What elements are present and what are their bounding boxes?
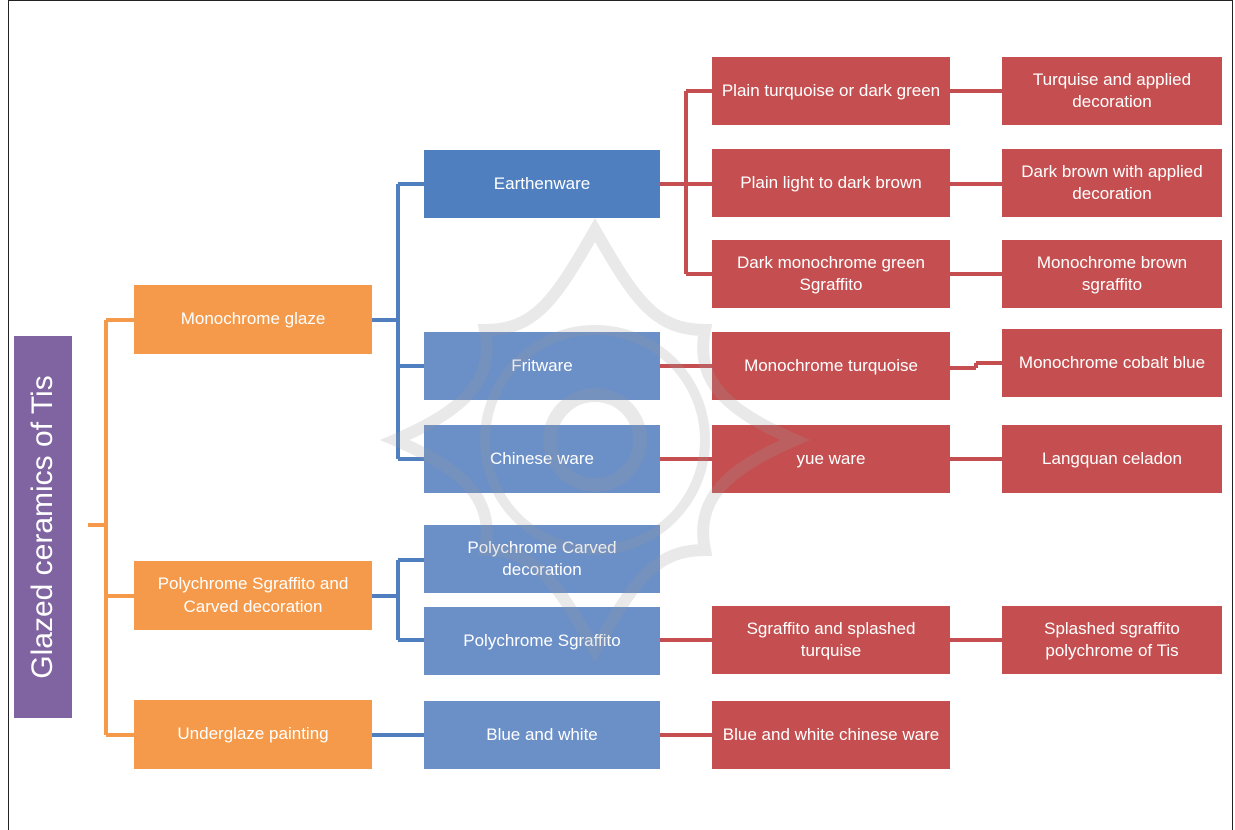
node-langquan-celadon: Langquan celadon: [1002, 425, 1222, 493]
connector-earthenware-children: [660, 89, 712, 276]
root-label: Glazed ceramics of Tis: [26, 375, 59, 679]
node-plain-brown: Plain light to dark brown: [712, 149, 950, 217]
node-monochrome-brown-sgraffito: Monochrome brown sgraffito: [1002, 240, 1222, 308]
node-chinese-ware: Chinese ware: [424, 425, 660, 493]
node-monochrome-turquoise: Monochrome turquoise: [712, 332, 950, 400]
node-dark-monochrome-green: Dark monochrome green Sgraffito: [712, 240, 950, 308]
connector-l3-l4-4: [950, 361, 1002, 370]
connector-monochrome-children: [372, 182, 424, 461]
node-monochrome-cobalt: Monochrome cobalt blue: [1002, 329, 1222, 397]
node-plain-turquoise: Plain turquoise or dark green: [712, 57, 950, 125]
node-underglaze-painting: Underglaze painting: [134, 700, 372, 769]
node-yue-ware: yue ware: [712, 425, 950, 493]
node-dark-brown-applied: Dark brown with applied decoration: [1002, 149, 1222, 217]
node-earthenware: Earthenware: [424, 150, 660, 218]
node-blue-white-chinese: Blue and white chinese ware: [712, 701, 950, 769]
node-fritware: Fritware: [424, 332, 660, 400]
connector-lines: [88, 89, 1002, 737]
connector-root-level1: [88, 318, 134, 737]
node-blue-and-white: Blue and white: [424, 701, 660, 769]
node-monochrome-glaze: Monochrome glaze: [134, 285, 372, 354]
node-polychrome-sgraffito: Polychrome Sgraffito: [424, 607, 660, 675]
node-sgraffito-splashed: Sgraffito and splashed turquise: [712, 606, 950, 674]
connector-polychrome-children: [372, 558, 424, 642]
node-splashed-sgraffito: Splashed sgraffito polychrome of Tis: [1002, 606, 1222, 674]
figure-frame: [8, 0, 1233, 830]
node-polychrome-sgraffito-carved: Polychrome Sgraffito and Carved decorati…: [134, 561, 372, 630]
node-turquise-applied: Turquise and applied decoration: [1002, 57, 1222, 125]
node-polychrome-carved: Polychrome Carved decoration: [424, 525, 660, 593]
root-node: Glazed ceramics of Tis: [14, 336, 72, 718]
